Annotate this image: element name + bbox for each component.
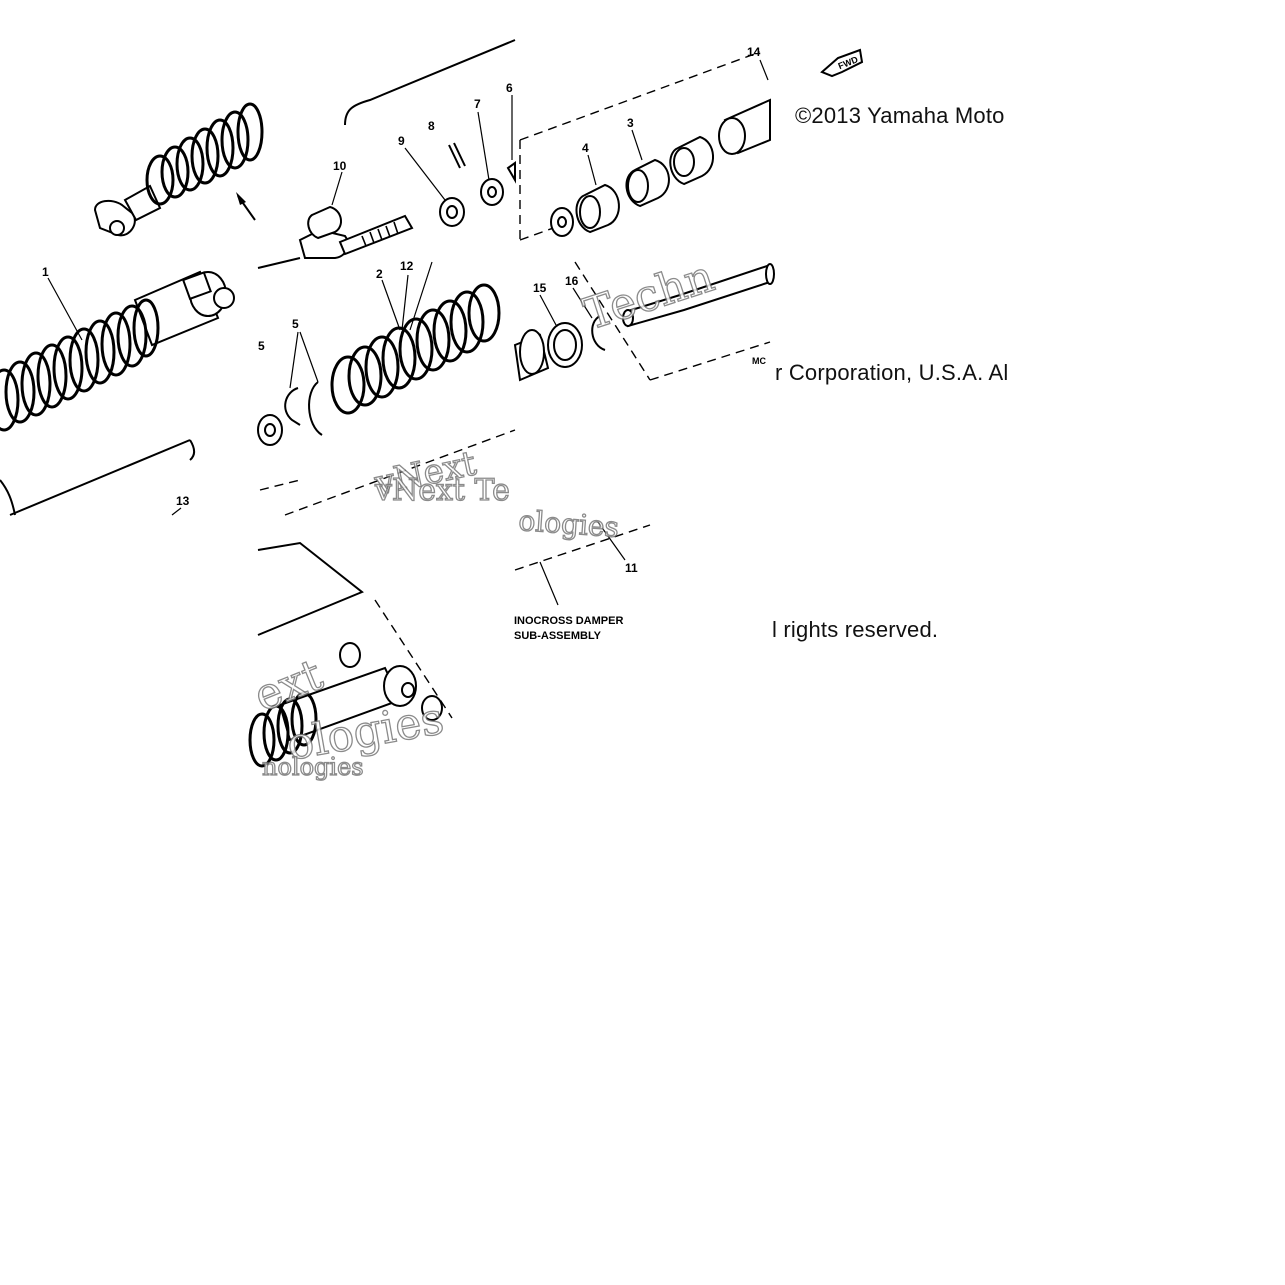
dashed-box-lower (374, 599, 453, 719)
clip-5b (308, 381, 323, 436)
callout-7: 7 (474, 97, 481, 111)
callout-10: 10 (333, 159, 347, 173)
watermark-ologies-right: ologies (518, 504, 621, 544)
assembly-bracket-left (0, 479, 16, 516)
callout-4: 4 (582, 141, 589, 155)
callout-3: 3 (627, 116, 634, 130)
cotter-pin-8 (448, 144, 461, 169)
large-shock (0, 270, 235, 432)
callout-16: 16 (565, 274, 579, 288)
leader-1 (47, 277, 83, 341)
leader-13 (171, 507, 182, 516)
copyright-line-3: l rights reserved. (772, 617, 939, 642)
assembly-bracket-bottom-curve (189, 439, 196, 461)
tile-top-middle: 10 9 8 7 6 (298, 81, 516, 259)
dashed-box-mid (284, 429, 516, 516)
collar-lower-b (421, 695, 443, 721)
watermark-nologies: nologies (262, 753, 364, 781)
dashed-box-rod (574, 261, 651, 381)
copyright-line-1: ©2013 Yamaha Moto (795, 103, 1005, 128)
tile-top-right: 14 4 3 (519, 45, 771, 241)
bolt-shank (338, 214, 414, 256)
tile-mid-middle: 2 12 5 5 (257, 259, 516, 516)
item-6-fragment (506, 161, 516, 184)
assembly-bracket-top (344, 39, 516, 126)
callout-15: 15 (533, 281, 547, 295)
fwd-arrow-badge: FWD (820, 48, 864, 78)
collar-lower-a (339, 642, 361, 668)
watermark-techn: Techn (578, 251, 721, 341)
assembly-arrow-head (236, 192, 246, 205)
callout-8: 8 (428, 119, 435, 133)
dashed-box-top (519, 51, 761, 141)
caption-line-1: INOCROSS DAMPER (514, 615, 623, 627)
dashed-box-caption (514, 524, 651, 571)
callout-11: 11 (625, 561, 638, 575)
callout-9: 9 (398, 134, 405, 148)
tile-mid-right: 15 16 MC (513, 261, 775, 382)
collar-10 (307, 205, 342, 240)
callout-6: 6 (506, 81, 513, 95)
callout-13: 13 (176, 494, 190, 508)
bracket-lower (257, 541, 364, 636)
circlip-16 (591, 315, 606, 351)
copyright-line-2: r Corporation, U.S.A. Al (775, 360, 1009, 385)
callout-5: 5 (292, 317, 299, 331)
assembly-bracket-bottom (9, 439, 191, 516)
callout-5-fragment: 5 (258, 339, 265, 353)
callout-2: 2 (376, 267, 383, 281)
tile-top-left: 1 13 (0, 39, 516, 516)
watermark-vnext-te: vNext Te (374, 473, 510, 508)
callout-1: 1 (42, 265, 49, 279)
callout-12: 12 (400, 259, 414, 273)
spring-2 (330, 283, 501, 415)
callout-14: 14 (747, 45, 761, 59)
tile-lower-right: 11 INOCROSS DAMPER SUB-ASSEMBLY (514, 521, 651, 642)
caption-line-2: SUB-ASSEMBLY (514, 630, 602, 642)
assembly-bracket-mid (257, 257, 301, 269)
small-shock-top (93, 102, 264, 237)
mo-fragment: MC (752, 356, 766, 366)
tile-lower-middle (248, 541, 453, 768)
clip-5a (284, 387, 301, 426)
